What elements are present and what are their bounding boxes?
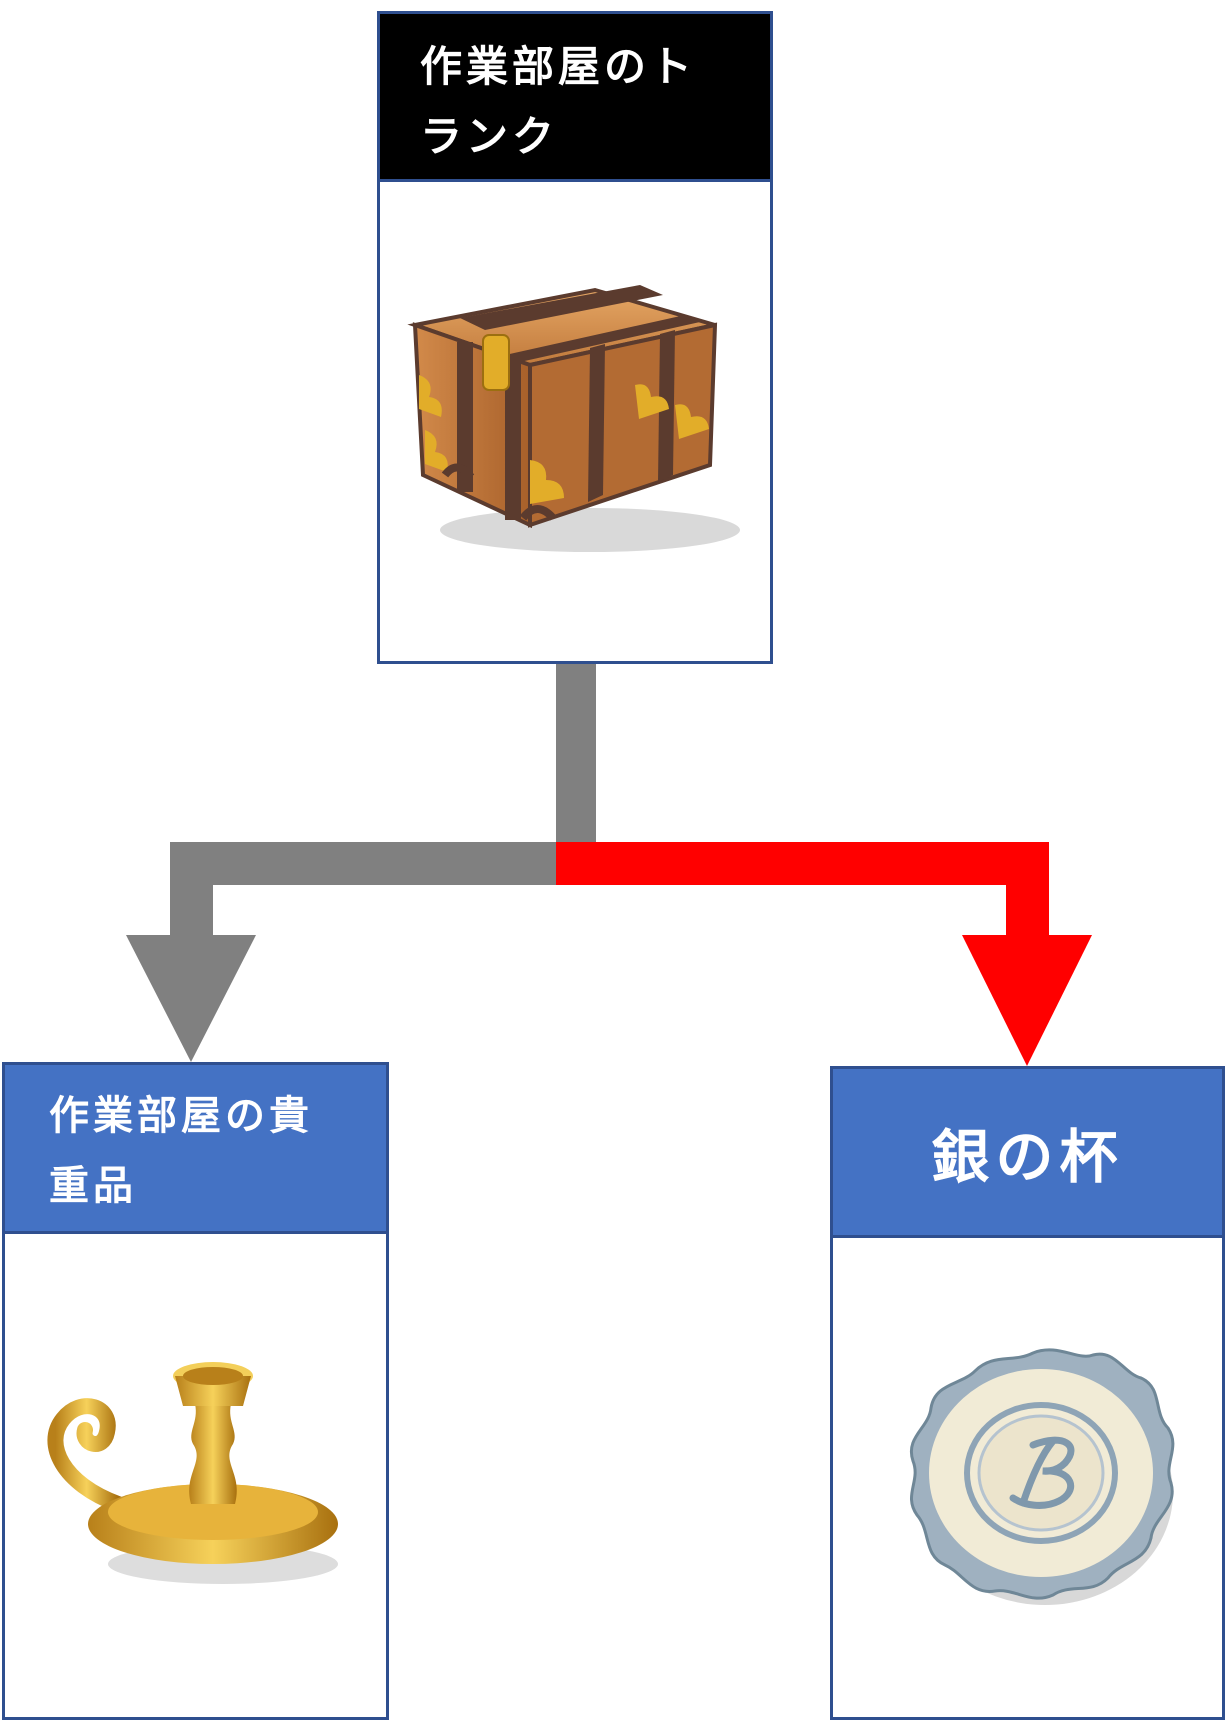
node-cup-body xyxy=(830,1235,1225,1720)
silver-plate-icon xyxy=(909,1348,1175,1605)
node-valuables: 作業部屋の貴 重品 xyxy=(2,1062,389,1720)
node-cup-header: 銀の杯 xyxy=(830,1066,1225,1238)
treasure-chest-icon xyxy=(407,285,740,552)
node-trunk-body xyxy=(377,179,773,664)
node-trunk: 作業部屋のト ランク xyxy=(377,11,773,664)
connector-right xyxy=(556,842,1092,1066)
node-cup: 銀の杯 xyxy=(830,1066,1225,1720)
connector-left xyxy=(126,660,596,1062)
node-trunk-header: 作業部屋のト ランク xyxy=(377,11,773,182)
node-valuables-title-line2: 重品 xyxy=(49,1163,137,1209)
arrow-right-head xyxy=(962,935,1092,1066)
node-valuables-title-line1: 作業部屋の貴 xyxy=(49,1093,313,1139)
node-trunk-title-line1: 作業部屋のト xyxy=(420,42,697,91)
node-valuables-body xyxy=(2,1231,389,1720)
arrow-left-head xyxy=(126,935,256,1062)
node-cup-title: 銀の杯 xyxy=(931,1123,1124,1191)
gold-candlestick-icon xyxy=(47,1362,338,1584)
node-valuables-header: 作業部屋の貴 重品 xyxy=(2,1062,389,1234)
node-trunk-title-line2: ランク xyxy=(420,112,559,161)
